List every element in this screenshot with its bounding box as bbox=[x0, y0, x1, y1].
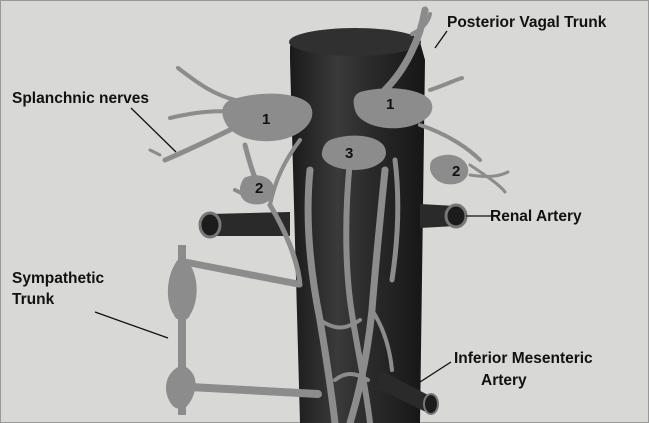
label-posterior-vagal-trunk: Posterior Vagal Trunk bbox=[447, 14, 607, 31]
marker-1-left: 1 bbox=[262, 111, 270, 128]
label-inferior-mesenteric: Inferior Mesenteric bbox=[454, 350, 593, 367]
label-splanchnic-nerves: Splanchnic nerves bbox=[12, 90, 149, 107]
marker-2-right: 2 bbox=[452, 163, 460, 180]
label-artery: Artery bbox=[481, 372, 527, 389]
label-renal-artery: Renal Artery bbox=[490, 208, 582, 225]
superior-mesenteric-ganglion bbox=[322, 136, 386, 170]
marker-2-left: 2 bbox=[255, 180, 263, 197]
marker-3: 3 bbox=[345, 145, 353, 162]
renal-artery-right bbox=[420, 204, 466, 228]
label-sympathetic: Sympathetic bbox=[12, 270, 105, 287]
marker-1-right: 1 bbox=[386, 96, 394, 113]
label-trunk: Trunk bbox=[12, 291, 55, 308]
